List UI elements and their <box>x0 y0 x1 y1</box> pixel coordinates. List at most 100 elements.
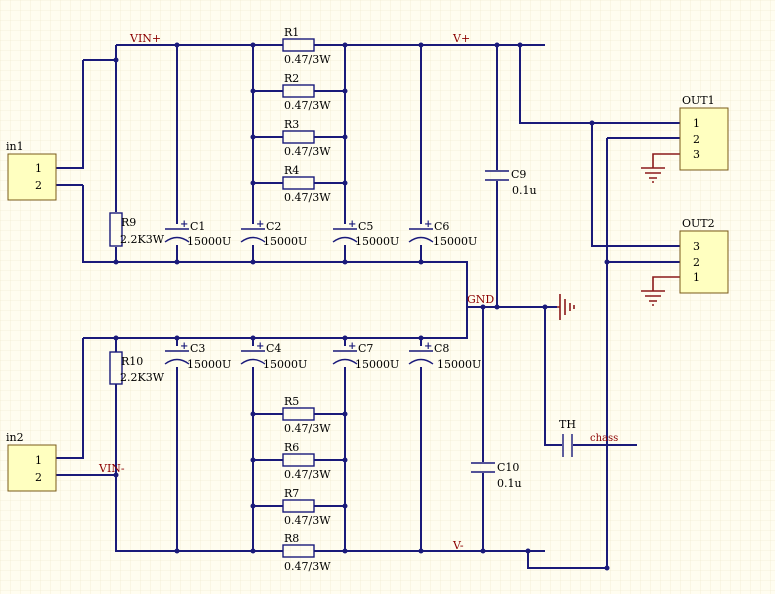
svg-text:2.2K3W: 2.2K3W <box>120 233 165 246</box>
svg-text:C7: C7 <box>358 342 373 355</box>
svg-text:R9: R9 <box>121 216 136 229</box>
capacitor-th[interactable]: TH <box>559 418 576 457</box>
capacitor-c7[interactable]: + C7 15000U <box>332 341 399 371</box>
svg-text:R5: R5 <box>284 395 299 408</box>
svg-text:15000U: 15000U <box>263 358 307 371</box>
capacitor-c1[interactable]: + C1 15000U <box>164 219 231 248</box>
svg-text:2: 2 <box>35 179 42 192</box>
svg-text:R3: R3 <box>284 118 299 131</box>
svg-text:TH: TH <box>559 418 576 431</box>
ground-symbol-out1 <box>641 153 680 183</box>
svg-text:1: 1 <box>693 271 700 284</box>
resistor-r1[interactable]: R1 0.47/3W <box>282 26 331 66</box>
svg-text:15000U: 15000U <box>433 235 477 248</box>
svg-text:2: 2 <box>693 256 700 269</box>
svg-text:+: + <box>256 341 264 352</box>
net-label-v-minus: V- <box>452 539 464 552</box>
svg-text:0.47/3W: 0.47/3W <box>284 514 331 527</box>
net-label-vin-plus: VIN+ <box>129 32 161 45</box>
svg-text:R10: R10 <box>121 355 143 368</box>
svg-text:1: 1 <box>693 117 700 130</box>
svg-text:C10: C10 <box>497 461 519 474</box>
svg-text:C3: C3 <box>190 342 205 355</box>
svg-text:0.47/3W: 0.47/3W <box>284 99 331 112</box>
svg-text:15000U: 15000U <box>437 358 481 371</box>
svg-text:2: 2 <box>693 133 700 146</box>
svg-text:OUT1: OUT1 <box>682 94 715 107</box>
net-label-chass: chass <box>590 433 618 444</box>
connector-out2[interactable]: OUT2 3 2 1 <box>679 217 729 294</box>
svg-text:C6: C6 <box>434 220 449 233</box>
svg-text:0.47/3W: 0.47/3W <box>284 145 331 158</box>
svg-text:in2: in2 <box>6 431 24 444</box>
svg-text:0.1u: 0.1u <box>512 184 537 197</box>
svg-text:in1: in1 <box>6 140 24 153</box>
svg-text:2: 2 <box>35 471 42 484</box>
svg-text:R2: R2 <box>284 72 299 85</box>
svg-text:C8: C8 <box>434 342 449 355</box>
capacitor-c5[interactable]: + C5 15000U <box>332 219 399 248</box>
svg-text:+: + <box>424 341 432 352</box>
resistor-r7[interactable]: R7 0.47/3W <box>282 487 331 527</box>
svg-text:15000U: 15000U <box>187 235 231 248</box>
capacitor-c4[interactable]: + C4 15000U <box>240 341 307 371</box>
svg-text:C2: C2 <box>266 220 281 233</box>
svg-text:0.1u: 0.1u <box>497 477 522 490</box>
resistor-r8[interactable]: R8 0.47/3W <box>282 532 331 573</box>
net-label-vin-minus: VIN- <box>98 462 125 475</box>
svg-text:0.47/3W: 0.47/3W <box>284 560 331 573</box>
svg-text:15000U: 15000U <box>355 235 399 248</box>
svg-text:2.2K3W: 2.2K3W <box>120 371 165 384</box>
svg-text:+: + <box>180 219 188 230</box>
svg-text:+: + <box>348 219 356 230</box>
connector-in2[interactable]: in2 1 2 <box>6 431 57 492</box>
capacitor-c6[interactable]: + C6 15000U <box>408 219 477 248</box>
svg-text:R8: R8 <box>284 532 299 545</box>
capacitor-c9[interactable]: C9 0.1u <box>485 168 537 197</box>
net-label-v-plus: V+ <box>452 32 470 45</box>
resistor-r10[interactable]: R10 2.2K3W <box>109 351 165 385</box>
resistor-r3[interactable]: R3 0.47/3W <box>282 118 331 158</box>
svg-text:OUT2: OUT2 <box>682 217 715 230</box>
resistor-r4[interactable]: R4 0.47/3W <box>282 164 331 204</box>
svg-text:1: 1 <box>35 454 42 467</box>
svg-text:R4: R4 <box>284 164 299 177</box>
svg-text:C5: C5 <box>358 220 373 233</box>
svg-text:R6: R6 <box>284 441 299 454</box>
svg-text:+: + <box>348 341 356 352</box>
junction-dots <box>113 42 610 571</box>
resistor-r6[interactable]: R6 0.47/3W <box>282 441 331 481</box>
svg-text:1: 1 <box>35 162 42 175</box>
svg-text:15000U: 15000U <box>355 358 399 371</box>
svg-text:15000U: 15000U <box>263 235 307 248</box>
resistor-r9[interactable]: R9 2.2K3W <box>109 212 165 247</box>
capacitor-c8[interactable]: + C8 15000U <box>408 341 481 371</box>
resistor-r2[interactable]: R2 0.47/3W <box>282 72 331 112</box>
svg-text:+: + <box>180 341 188 352</box>
capacitor-c10[interactable]: C10 0.1u <box>471 461 522 490</box>
svg-text:+: + <box>424 219 432 230</box>
svg-text:+: + <box>256 219 264 230</box>
svg-text:15000U: 15000U <box>187 358 231 371</box>
connector-in1[interactable]: in1 1 2 <box>6 140 57 201</box>
svg-text:C4: C4 <box>266 342 281 355</box>
ground-symbol-main <box>557 294 575 320</box>
svg-text:C9: C9 <box>511 168 526 181</box>
svg-text:0.47/3W: 0.47/3W <box>284 191 331 204</box>
capacitor-c2[interactable]: + C2 15000U <box>240 219 307 248</box>
wires <box>56 44 680 569</box>
svg-text:3: 3 <box>693 240 700 253</box>
svg-text:C1: C1 <box>190 220 205 233</box>
svg-text:R7: R7 <box>284 487 299 500</box>
svg-text:0.47/3W: 0.47/3W <box>284 422 331 435</box>
capacitor-c3[interactable]: + C3 15000U <box>164 341 231 371</box>
net-label-gnd: GND <box>467 293 494 306</box>
svg-text:R1: R1 <box>284 26 299 39</box>
connector-out1[interactable]: OUT1 1 2 3 <box>679 94 729 171</box>
svg-text:0.47/3W: 0.47/3W <box>284 468 331 481</box>
resistor-r5[interactable]: R5 0.47/3W <box>282 395 331 435</box>
svg-text:0.47/3W: 0.47/3W <box>284 53 331 66</box>
svg-text:3: 3 <box>693 148 700 161</box>
